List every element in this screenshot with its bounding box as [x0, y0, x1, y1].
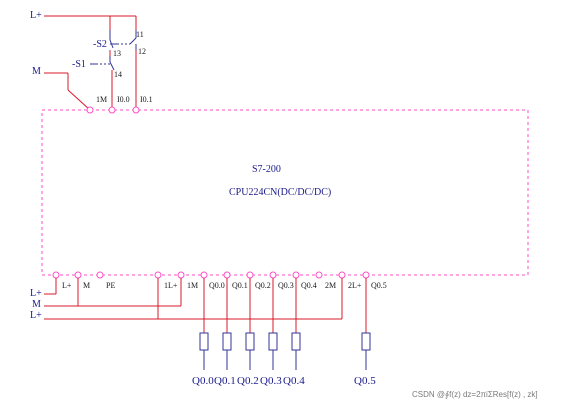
terminal-2m	[315, 271, 323, 279]
terminal-m	[74, 271, 82, 279]
s2-pin-11: 11	[136, 30, 144, 39]
switch-s2: 11 -S2 13 12	[93, 16, 146, 110]
s1-contact-blade	[109, 61, 115, 71]
terminal-label-q05: Q0.5	[371, 281, 387, 290]
s2-nc-blade	[129, 37, 137, 45]
terminal-q00	[200, 271, 208, 279]
bottom-lplus-1-label: L+	[30, 288, 42, 299]
top-supply-rails: L+ M	[30, 10, 136, 77]
terminal-label-1m-top: 1M	[96, 95, 107, 104]
plc-model: S7-200	[252, 164, 281, 175]
bottom-m-label: M	[32, 299, 41, 310]
plc-cpu: CPU224CN(DC/DC/DC)	[229, 187, 331, 198]
coil-q03	[268, 332, 278, 351]
plc-body: S7-200 CPU224CN(DC/DC/DC)	[41, 109, 529, 276]
terminal-i00	[108, 106, 116, 114]
terminal-label-1m: 1M	[187, 281, 198, 290]
m-to-1m	[67, 89, 91, 111]
terminal-label-1lplus: 1L+	[164, 281, 178, 290]
bottom-lplus-2-label: L+	[30, 310, 42, 321]
s1-pin-14: 14	[114, 70, 122, 79]
plc-top-terminals: 1M I0.0 I0.1	[86, 95, 153, 114]
terminal-q01	[223, 271, 231, 279]
terminal-label-2lplus: 2L+	[348, 281, 362, 290]
output-label-q01: Q0.1	[214, 375, 236, 387]
terminal-label-m: M	[83, 281, 90, 290]
output-label-q00: Q0.0	[192, 375, 214, 387]
output-labels: Q0.0 Q0.1 Q0.2 Q0.3 Q0.4 Q0.5	[192, 375, 376, 387]
terminal-label-i00: I0.0	[117, 95, 130, 104]
terminal-label-q01: Q0.1	[232, 281, 248, 290]
output-label-q04: Q0.4	[283, 375, 305, 387]
terminal-label-i01: I0.1	[140, 95, 153, 104]
s2-pin-12: 12	[138, 47, 146, 56]
terminal-1m-top	[86, 106, 94, 114]
terminal-label-lplus: L+	[62, 281, 72, 290]
terminal-label-q04: Q0.4	[301, 281, 317, 290]
terminal-1m	[177, 271, 185, 279]
watermark: CSDN @∮f(z) dz=2πiΣRes[f(z) , zk]	[412, 390, 538, 399]
terminal-label-q00: Q0.0	[209, 281, 225, 290]
terminal-pe	[96, 271, 104, 279]
coil-q00	[199, 332, 209, 351]
coil-q01	[222, 332, 232, 351]
terminal-label-q03: Q0.3	[278, 281, 294, 290]
output-coils	[199, 278, 371, 370]
terminal-lplus	[52, 271, 60, 279]
terminal-q02	[246, 271, 254, 279]
top-lplus-label: L+	[30, 10, 42, 21]
s2-pin-13: 13	[113, 49, 121, 58]
coil-q02	[245, 332, 255, 351]
switch-s1: -S1 14	[72, 56, 122, 110]
bottom-supply-rails: L+ M L+	[30, 278, 343, 321]
terminal-q04	[292, 271, 300, 279]
plc-outline	[41, 109, 529, 276]
s1-label: -S1	[72, 59, 86, 70]
output-label-q05: Q0.5	[354, 375, 376, 387]
coil-q05	[361, 332, 371, 351]
coil-q04	[291, 332, 301, 351]
terminal-q03	[269, 271, 277, 279]
terminal-label-pe: PE	[106, 281, 115, 290]
terminal-2lplus	[338, 271, 346, 279]
terminal-label-q02: Q0.2	[255, 281, 271, 290]
terminal-q05	[362, 271, 370, 279]
s2-label: -S2	[93, 39, 107, 50]
terminal-label-2m: 2M	[325, 281, 336, 290]
top-m-label: M	[32, 66, 41, 77]
output-label-q03: Q0.3	[260, 375, 282, 387]
terminal-1lplus	[154, 271, 162, 279]
plc-bottom-terminals: L+ M PE 1L+ 1M Q0.0 Q0.1 Q0.2 Q0.3 Q0.4 …	[52, 271, 387, 290]
output-label-q02: Q0.2	[237, 375, 259, 387]
terminal-i01	[132, 106, 140, 114]
